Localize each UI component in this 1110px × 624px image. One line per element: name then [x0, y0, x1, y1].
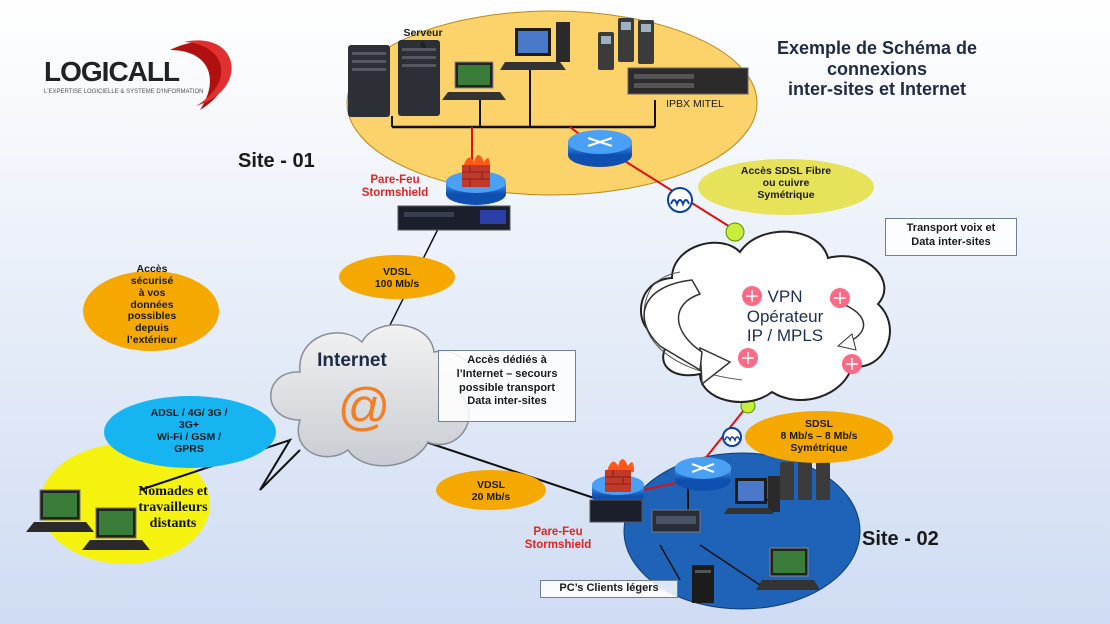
- ip-phones-icon-site2: [780, 462, 830, 500]
- vpn-cloud: [640, 230, 891, 403]
- secure-access-text: Accès sécurisé à vos données possibles d…: [126, 263, 178, 347]
- nomad-zone: [40, 444, 210, 564]
- bubble-adsl-mobile: [104, 396, 276, 468]
- router-icon-site2: [675, 457, 731, 491]
- vpn-router-icon: [738, 348, 758, 368]
- transport-box: Transport voix et Data inter-sites: [885, 218, 1017, 256]
- bubble-vdsl-20: [436, 470, 546, 510]
- firewall-icon-site1: [397, 155, 511, 231]
- ip-phones-icon: [598, 18, 654, 70]
- laptop-icon: [442, 61, 506, 100]
- firewall-icon-site2: [589, 459, 643, 523]
- firewall1-label: Pare-Feu Stormshield: [361, 174, 429, 200]
- logo-tagline: L'EXPERTISE LOGICIELLE & SYSTEME D'INFOR…: [44, 89, 204, 95]
- servers-label: Serveur s: [403, 27, 443, 52]
- vpn-router-icon: [742, 286, 762, 306]
- site2-label: Site - 02: [862, 528, 939, 550]
- vdsl-20-text: VDSL 20 Mb/s: [471, 479, 511, 504]
- laptop-icon-nomad-1: [26, 489, 94, 532]
- thin-clients-box: PC’s Clients légers: [540, 580, 678, 598]
- firewall2-label: Pare-Feu Stormshield: [524, 526, 592, 552]
- modem-icon: [667, 187, 693, 213]
- thin-client-icon: [692, 565, 714, 603]
- dedicated-access-box: Accès dédiés à l’Internet – secours poss…: [438, 350, 576, 422]
- site1-zone: [346, 10, 758, 196]
- modem-icon: [722, 427, 742, 447]
- workstation-icon-site2: [724, 476, 780, 514]
- vpn-router-icon: [842, 354, 862, 374]
- sdsl-8-text: SDSL 8 Mb/s – 8 Mb/s Symétrique: [780, 418, 858, 455]
- site1-label: Site - 01: [238, 150, 315, 172]
- switch-icon: [651, 509, 701, 533]
- ipbx-label: IPBX MITEL: [666, 98, 724, 110]
- bubble-sdsl-8: [745, 411, 893, 463]
- diagram-title: Exemple de Schéma de connexions inter-si…: [776, 38, 978, 100]
- bubble-vdsl-100: [339, 255, 455, 299]
- servers-icon: [348, 40, 440, 117]
- internet-label: Internet: [317, 350, 387, 371]
- bubble-secure-access: [83, 271, 219, 351]
- workstation-icon: [500, 22, 570, 70]
- adsl-mobile-text: ADSL / 4G/ 3G / 3G+ Wi-Fi / GSM / GPRS: [150, 407, 228, 456]
- internet-at-symbol: @: [337, 378, 391, 436]
- vdsl-100-text: VDSL 100 Mb/s: [374, 266, 420, 291]
- router-icon-site1: [568, 130, 632, 167]
- laptop-icon-site2: [756, 547, 820, 590]
- bubble-sdsl-fibre: [698, 159, 874, 215]
- vpn-router-icon: [830, 288, 850, 308]
- sdsl-fibre-text: Accès SDSL Fibre ou cuivre Symétrique: [740, 165, 832, 202]
- link-endpoint-1: [725, 222, 745, 242]
- logo-wordmark: LOGICALL: [44, 56, 180, 87]
- nomads-label: Nomades et travailleurs distants: [138, 484, 208, 532]
- ipbx-icon: [627, 67, 749, 95]
- vpn-label: VPN Opérateur IP / MPLS: [746, 287, 824, 346]
- laptop-icon-nomad-2: [82, 507, 150, 550]
- logo-swoosh-icon: [170, 40, 232, 110]
